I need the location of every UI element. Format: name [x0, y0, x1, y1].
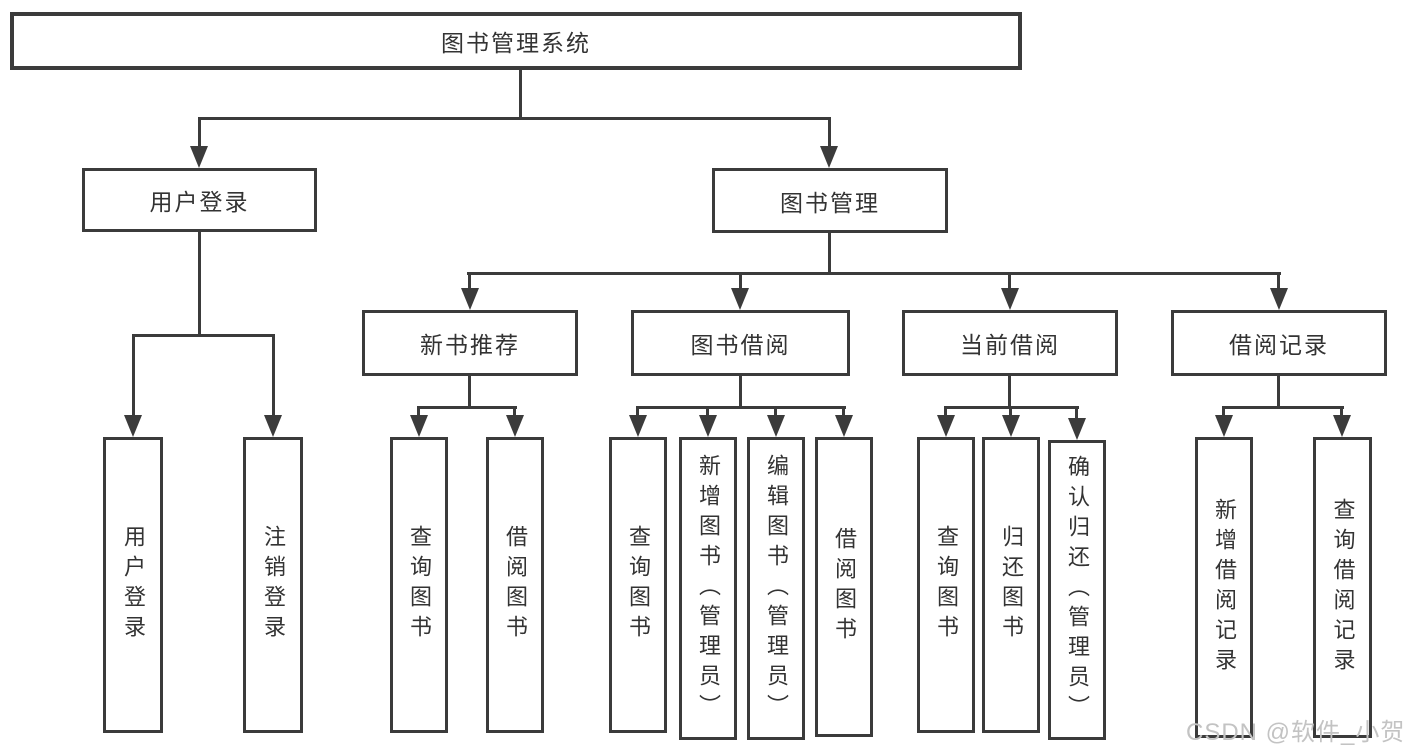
connector-to-current-borrow — [1008, 272, 1011, 292]
leaf-add-book-admin-label: 新增图书（管理员） — [696, 453, 721, 724]
connector-book-management-trunk — [828, 233, 831, 274]
node-library-management-system-label: 图书管理系统 — [441, 30, 591, 56]
node-new-book-recommend-label: 新书推荐 — [420, 332, 520, 358]
connector-to-currentborrow-leaf-3 — [1075, 406, 1078, 421]
leaf-logout: 注销登录 — [243, 437, 303, 733]
leaf-newbook-query-book-label: 查询图书 — [407, 525, 432, 645]
connector-currentborrow-trunk — [1008, 376, 1011, 408]
connector-to-currentborrow-leaf-1 — [944, 406, 947, 418]
arrow-down-icon — [1001, 288, 1019, 310]
connector-to-borrow-record — [1277, 272, 1280, 292]
leaf-borrow-borrow-book: 借阅图书 — [815, 437, 873, 737]
leaf-add-borrow-record: 新增借阅记录 — [1195, 437, 1253, 738]
connector-user-login-split — [132, 334, 275, 337]
node-borrow-record: 借阅记录 — [1171, 310, 1387, 376]
connector-user-login-trunk — [198, 232, 201, 336]
arrow-down-icon — [461, 288, 479, 310]
leaf-user-login-label: 用户登录 — [121, 525, 146, 645]
connector-to-leaf-logout — [272, 334, 275, 417]
leaf-newbook-borrow-book: 借阅图书 — [486, 437, 544, 733]
leaf-confirm-return-admin: 确认归还（管理员） — [1048, 440, 1106, 740]
connector-to-borrowrecord-leaf-1 — [1222, 406, 1225, 418]
leaf-borrow-query-book-label: 查询图书 — [626, 525, 651, 645]
connector-to-book-borrow — [739, 272, 742, 292]
connector-to-bookborrow-leaf-3 — [774, 406, 777, 418]
arrow-down-icon — [1270, 288, 1288, 310]
arrow-down-icon — [1068, 418, 1086, 440]
connector-to-leaf-user-login — [132, 334, 135, 417]
leaf-edit-book-admin: 编辑图书（管理员） — [747, 437, 805, 740]
arrow-down-icon — [835, 415, 853, 437]
node-library-management-system: 图书管理系统 — [10, 12, 1022, 70]
node-book-management: 图书管理 — [712, 168, 948, 233]
arrow-down-icon — [264, 415, 282, 437]
leaf-return-book-label: 归还图书 — [999, 525, 1024, 645]
leaf-query-borrow-record: 查询借阅记录 — [1313, 437, 1372, 738]
connector-to-bookborrow-leaf-4 — [842, 406, 845, 418]
connector-to-newbook-leaf-1 — [417, 406, 420, 418]
leaf-borrow-borrow-book-label: 借阅图书 — [832, 527, 857, 647]
leaf-borrow-query-book: 查询图书 — [609, 437, 667, 733]
connector-to-bookborrow-leaf-1 — [636, 406, 639, 418]
connector-root-trunk — [519, 70, 522, 118]
node-book-management-label: 图书管理 — [780, 189, 880, 216]
leaf-add-borrow-record-label: 新增借阅记录 — [1212, 497, 1237, 678]
connector-to-user-login — [198, 117, 201, 149]
arrow-down-icon — [190, 146, 208, 168]
arrow-down-icon — [1002, 415, 1020, 437]
node-user-login: 用户登录 — [82, 168, 317, 232]
node-book-borrow-label: 图书借阅 — [690, 332, 791, 358]
connector-to-new-book-recommend — [468, 272, 471, 292]
arrow-down-icon — [820, 146, 838, 168]
arrow-down-icon — [937, 415, 955, 437]
leaf-query-borrow-record-label: 查询借阅记录 — [1330, 497, 1356, 678]
leaf-add-book-admin: 新增图书（管理员） — [679, 437, 737, 740]
connector-book-management-split — [467, 272, 1281, 275]
node-borrow-record-label: 借阅记录 — [1229, 332, 1329, 358]
node-new-book-recommend: 新书推荐 — [362, 310, 578, 376]
connector-bookborrow-split — [636, 406, 846, 409]
leaf-current-query-book-label: 查询图书 — [934, 525, 959, 645]
csdn-watermark: CSDN @软件_小贺同学 — [1186, 719, 1405, 746]
node-current-borrow-label: 当前借阅 — [960, 332, 1060, 358]
connector-to-currentborrow-leaf-2 — [1009, 406, 1012, 418]
node-user-login-label: 用户登录 — [149, 189, 250, 215]
connector-to-book-management — [828, 117, 831, 149]
connector-borrowrecord-trunk — [1277, 376, 1280, 408]
leaf-edit-book-admin-label: 编辑图书（管理员） — [764, 453, 789, 724]
arrow-down-icon — [506, 415, 524, 437]
leaf-logout-label: 注销登录 — [261, 525, 286, 645]
leaf-confirm-return-admin-label: 确认归还（管理员） — [1065, 455, 1090, 725]
arrow-down-icon — [731, 288, 749, 310]
node-current-borrow: 当前借阅 — [902, 310, 1118, 376]
leaf-return-book: 归还图书 — [982, 437, 1040, 733]
leaf-newbook-query-book: 查询图书 — [390, 437, 448, 733]
connector-to-newbook-leaf-2 — [513, 406, 516, 418]
connector-to-borrowrecord-leaf-2 — [1340, 406, 1343, 418]
arrow-down-icon — [1215, 415, 1233, 437]
connector-newbook-trunk — [468, 376, 471, 408]
arrow-down-icon — [124, 415, 142, 437]
leaf-user-login: 用户登录 — [103, 437, 163, 733]
arrow-down-icon — [1333, 415, 1351, 437]
node-book-borrow: 图书借阅 — [631, 310, 850, 376]
arrow-down-icon — [410, 415, 428, 437]
connector-bookborrow-trunk — [739, 376, 742, 408]
connector-to-bookborrow-leaf-2 — [706, 406, 709, 418]
arrow-down-icon — [629, 415, 647, 437]
arrow-down-icon — [699, 415, 717, 437]
connector-root-split — [198, 117, 831, 120]
leaf-newbook-borrow-book-label: 借阅图书 — [503, 525, 528, 645]
arrow-down-icon — [767, 415, 785, 437]
connector-newbook-split — [417, 406, 517, 409]
leaf-current-query-book: 查询图书 — [917, 437, 975, 733]
connector-borrowrecord-split — [1222, 406, 1344, 409]
